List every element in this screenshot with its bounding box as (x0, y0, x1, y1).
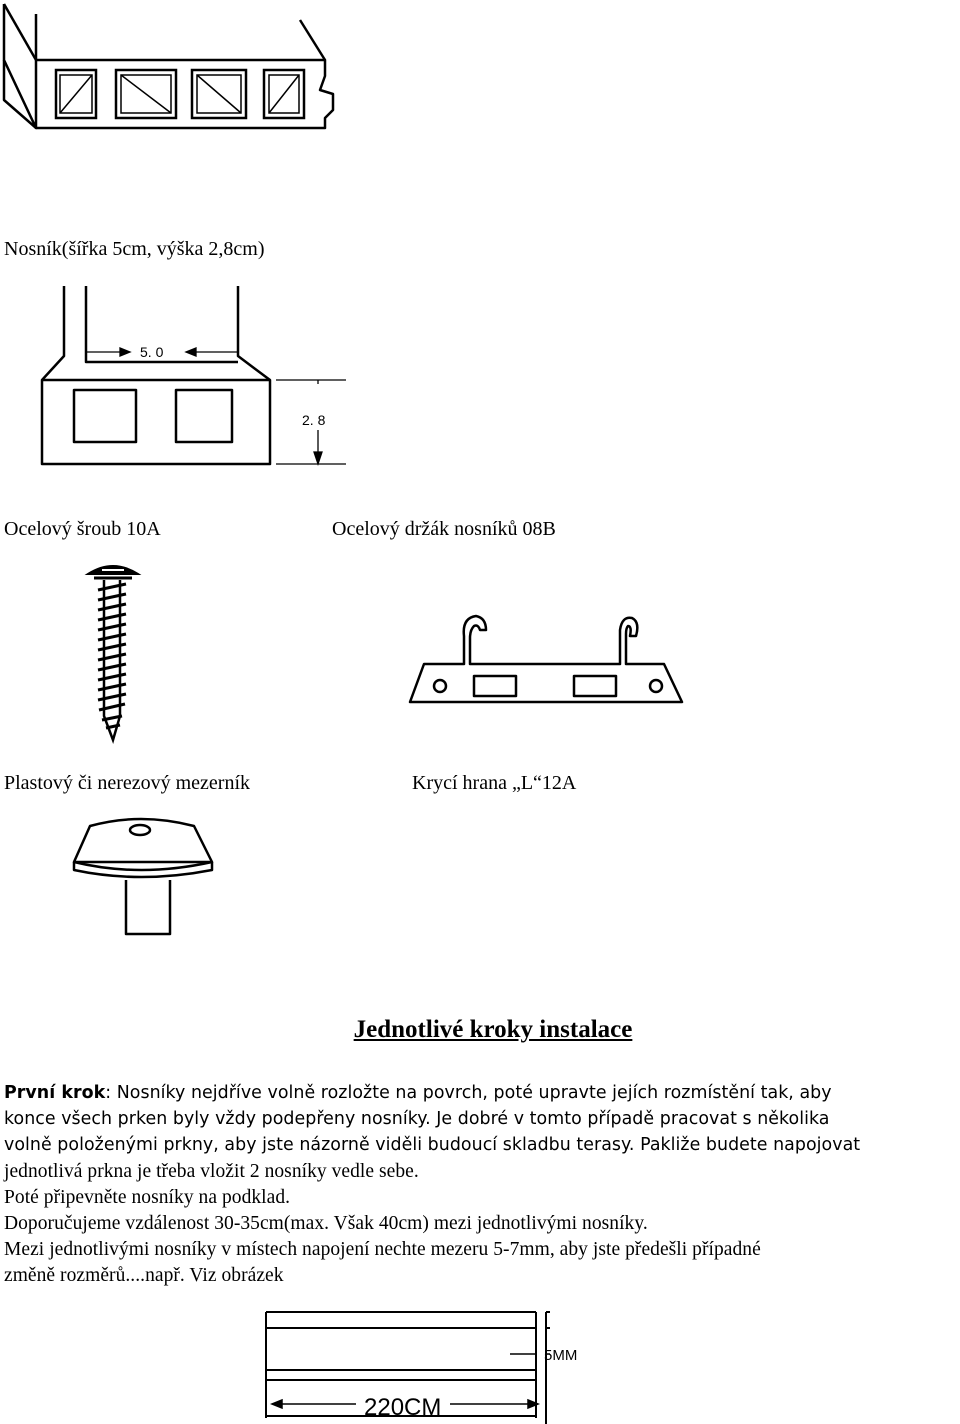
instructions-text: První krok: Nosníky nejdříve volně rozlo… (4, 1080, 960, 1290)
gap-label: 5MM (544, 1347, 578, 1364)
instructions-line-5: Poté připevněte nosníky na podklad. (4, 1186, 291, 1208)
instructions-line-7: Mezi jednotlivými nosníky v místech napo… (4, 1239, 761, 1261)
spacer-caption: Plastový či nerezový mezerník (4, 772, 251, 794)
holder-caption: Ocelový držák nosníků 08B (332, 518, 556, 540)
spacer-illustration (72, 817, 214, 936)
length-label: 220CM (364, 1394, 442, 1421)
instructions-line-6: Doporučujeme vzdálenost 30-35cm(max. Vša… (4, 1213, 648, 1235)
instructions-line-8: změně rozměrů....např. Viz obrázek (4, 1265, 284, 1287)
instructions-line-1: První krok: Nosníky nejdříve volně rozlo… (4, 1080, 960, 1106)
instructions-line-3: volně položenými prkny, aby jste názorně… (4, 1135, 861, 1156)
beam-profile-illustration (40, 286, 346, 467)
beam-width-label: 5. 0 (140, 344, 164, 360)
section-heading: Jednotlivé kroky instalace (353, 1016, 633, 1043)
screw-illustration (84, 565, 142, 744)
deck-board-illustration (2, 3, 335, 130)
beam-height-label: 2. 8 (302, 412, 326, 428)
screw-caption: Ocelový šroub 10A (4, 518, 161, 540)
instructions-line-2: konce všech prken byly vždy podepřeny no… (4, 1109, 830, 1130)
beam-caption: Nosník(šířka 5cm, výška 2,8cm) (4, 238, 265, 260)
board-joint-diagram (265, 1311, 550, 1424)
step-first-line-text: : Nosníky nejdříve volně rozložte na pov… (105, 1083, 832, 1103)
edge-caption: Krycí hrana „L“12A (412, 772, 577, 794)
instructions-line-4: jednotlivá prkna je třeba vložit 2 nosní… (4, 1160, 419, 1182)
holder-bracket-illustration (408, 614, 684, 704)
step-label: První krok (4, 1083, 106, 1103)
